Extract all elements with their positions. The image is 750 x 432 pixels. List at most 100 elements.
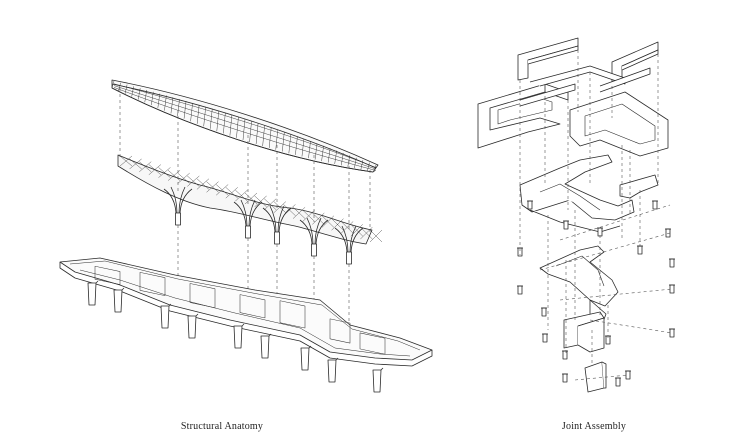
pier-edge: [241, 323, 245, 327]
roof-rib: [268, 127, 272, 148]
roof-rib: [288, 134, 292, 154]
bolt-body: [541, 307, 547, 317]
bolt-body: [669, 284, 675, 294]
lattice-member: [187, 175, 200, 187]
pier-edge: [95, 280, 99, 284]
pier-edge: [268, 333, 272, 337]
roof-rib: [249, 121, 252, 143]
pier-body: [300, 347, 310, 371]
base-connector: [563, 311, 605, 353]
pier-body: [87, 282, 97, 306]
bolt: [665, 228, 671, 238]
deck-frame: [189, 283, 216, 309]
bolt: [625, 370, 631, 380]
roof-rib: [354, 157, 357, 169]
roof-rib: [111, 80, 115, 89]
pier: [327, 357, 339, 383]
column-branches: [163, 186, 193, 214]
assembly-line: [589, 319, 673, 334]
deck-frame: [359, 332, 386, 355]
pier-edge: [335, 357, 339, 361]
deck-piers: [87, 280, 384, 393]
pier-body: [187, 315, 197, 339]
pier: [87, 280, 99, 306]
roof-rib: [321, 145, 324, 162]
roof-rib: [118, 82, 121, 91]
assembly-line: [559, 204, 671, 241]
pier-edge: [168, 303, 172, 307]
lattice-member: [321, 215, 335, 228]
roof-rib: [196, 104, 200, 124]
bolt: [541, 307, 547, 317]
top-frame-plates: [477, 37, 669, 157]
bolt: [615, 377, 621, 387]
roof-shell: [111, 79, 379, 173]
pier: [160, 303, 172, 329]
bolt: [597, 227, 603, 237]
lattice-member: [312, 212, 325, 225]
roof-rib: [203, 106, 206, 127]
lattice-member: [129, 158, 142, 170]
bolt: [517, 285, 523, 295]
y-node-plates: [519, 154, 659, 233]
structural-anatomy-caption: Structural Anatomy: [180, 421, 264, 432]
bolt-body: [597, 227, 603, 237]
roof-rib: [236, 116, 239, 138]
lattice-member: [264, 198, 277, 210]
column-shaft: [274, 231, 280, 245]
bolt: [669, 328, 675, 338]
structural-anatomy-drawing: [59, 79, 433, 393]
column-shaft: [311, 243, 317, 257]
bolt-body: [669, 328, 675, 338]
lattice-member: [244, 192, 258, 205]
bolt: [542, 333, 548, 343]
lattice-member: [360, 227, 373, 240]
bolt: [669, 258, 675, 268]
lattice-member: [331, 218, 344, 231]
bolt: [563, 220, 569, 230]
bolt-body: [517, 285, 523, 295]
pier-body: [372, 369, 382, 393]
lattice-member: [302, 209, 315, 222]
roof-rib: [124, 84, 128, 94]
roof-rib: [242, 118, 246, 141]
roof-rib: [190, 102, 193, 122]
roof-rib: [216, 110, 220, 132]
bolt-body: [563, 220, 569, 230]
bolt-body: [652, 200, 658, 210]
pier-edge: [121, 287, 125, 291]
deck-frame: [239, 294, 266, 319]
joint-assembly-caption: Joint Assembly: [561, 421, 627, 432]
pier: [260, 333, 272, 359]
bolt-body: [637, 245, 643, 255]
joint-assembly-drawing: [477, 37, 675, 393]
bolt: [527, 200, 533, 210]
roof-longitudinal: [113, 87, 377, 171]
column-shaft: [346, 251, 352, 265]
pier: [233, 323, 245, 349]
roof-rib: [183, 101, 187, 119]
lattice-member: [148, 164, 161, 175]
lattice-member: [216, 184, 229, 196]
pier-body: [160, 305, 170, 329]
pier-edge: [308, 345, 312, 349]
column-shaft: [175, 212, 181, 226]
roof-rib: [282, 132, 285, 152]
roof-rib: [151, 91, 154, 106]
bottom-plate: [584, 361, 607, 393]
lattice-member: [369, 229, 383, 243]
deck-frame: [279, 300, 306, 329]
assembly-lines: [519, 50, 673, 381]
pier: [372, 367, 384, 393]
deck-frame: [329, 318, 351, 344]
bolt: [562, 350, 568, 360]
lattice-member: [341, 221, 354, 234]
column-shaft: [245, 225, 251, 239]
roof-rib: [223, 112, 226, 134]
bolt-body: [669, 258, 675, 268]
assembly-line: [539, 232, 671, 271]
pier: [187, 313, 199, 339]
lattice-member: [139, 161, 152, 172]
pier: [113, 287, 125, 313]
